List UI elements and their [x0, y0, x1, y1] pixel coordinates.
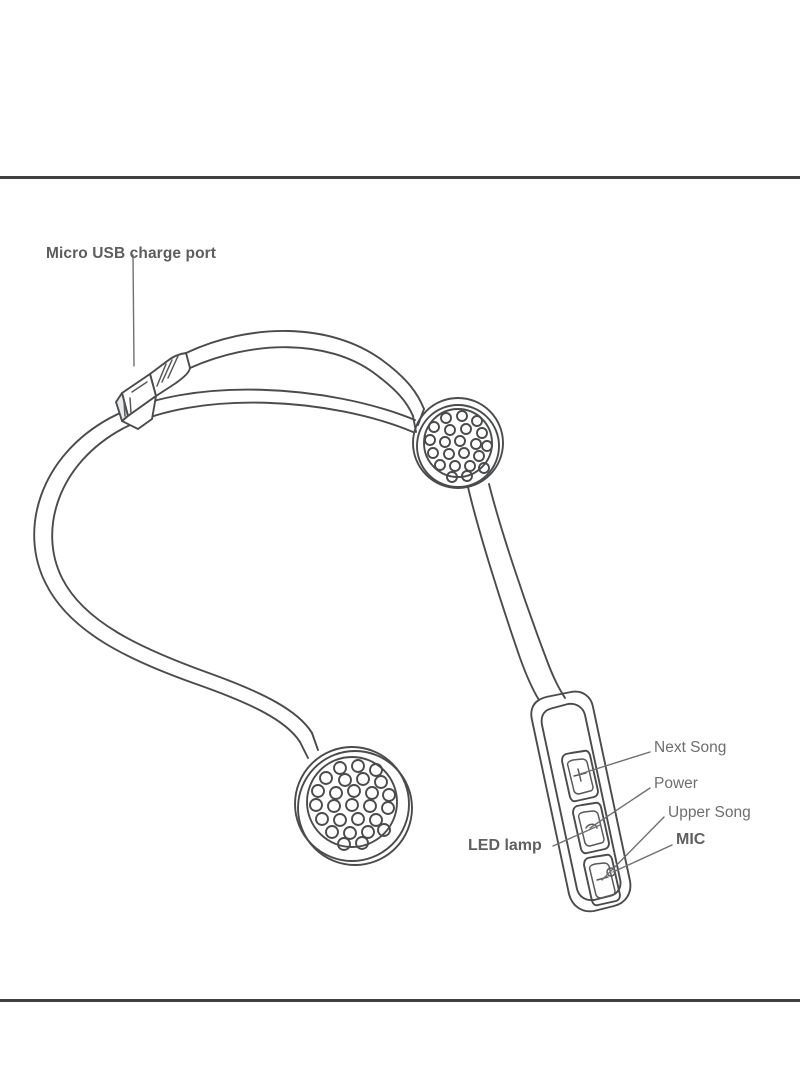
- callout-label-micro-usb-charge-port: Micro USB charge port: [46, 245, 217, 262]
- leader-upper-song: [601, 816, 665, 881]
- control-stem: [467, 483, 566, 701]
- leader-power: [589, 787, 651, 829]
- neckband-cable: [33, 330, 425, 743]
- top-divider-rule: [0, 176, 800, 179]
- leader-next-song: [579, 751, 651, 775]
- leader-micro-usb: [132, 254, 135, 367]
- leader-mic: [612, 844, 673, 873]
- bottom-divider-rule: [0, 999, 800, 1002]
- leader-led-lamp: [552, 824, 601, 847]
- button-next-song[interactable]: [561, 749, 599, 803]
- mic-hole: [606, 867, 616, 877]
- callout-label-upper-song: Upper Song: [668, 804, 751, 821]
- earbud-upper: [412, 397, 504, 489]
- callout-label-mic: MIC: [676, 831, 706, 848]
- callout-label-next-song: Next Song: [654, 739, 727, 756]
- speaker-mesh-lower: [309, 759, 396, 851]
- control-module: [530, 690, 632, 913]
- callout-label-led-lamp: LED lamp: [468, 837, 542, 854]
- speaker-mesh-upper: [424, 410, 493, 483]
- callout-leader-lines: [132, 254, 673, 881]
- callout-label-power: Power: [654, 775, 698, 792]
- earbud-lower: [294, 732, 413, 866]
- usb-connector: [115, 352, 191, 430]
- product-diagram: [0, 180, 800, 998]
